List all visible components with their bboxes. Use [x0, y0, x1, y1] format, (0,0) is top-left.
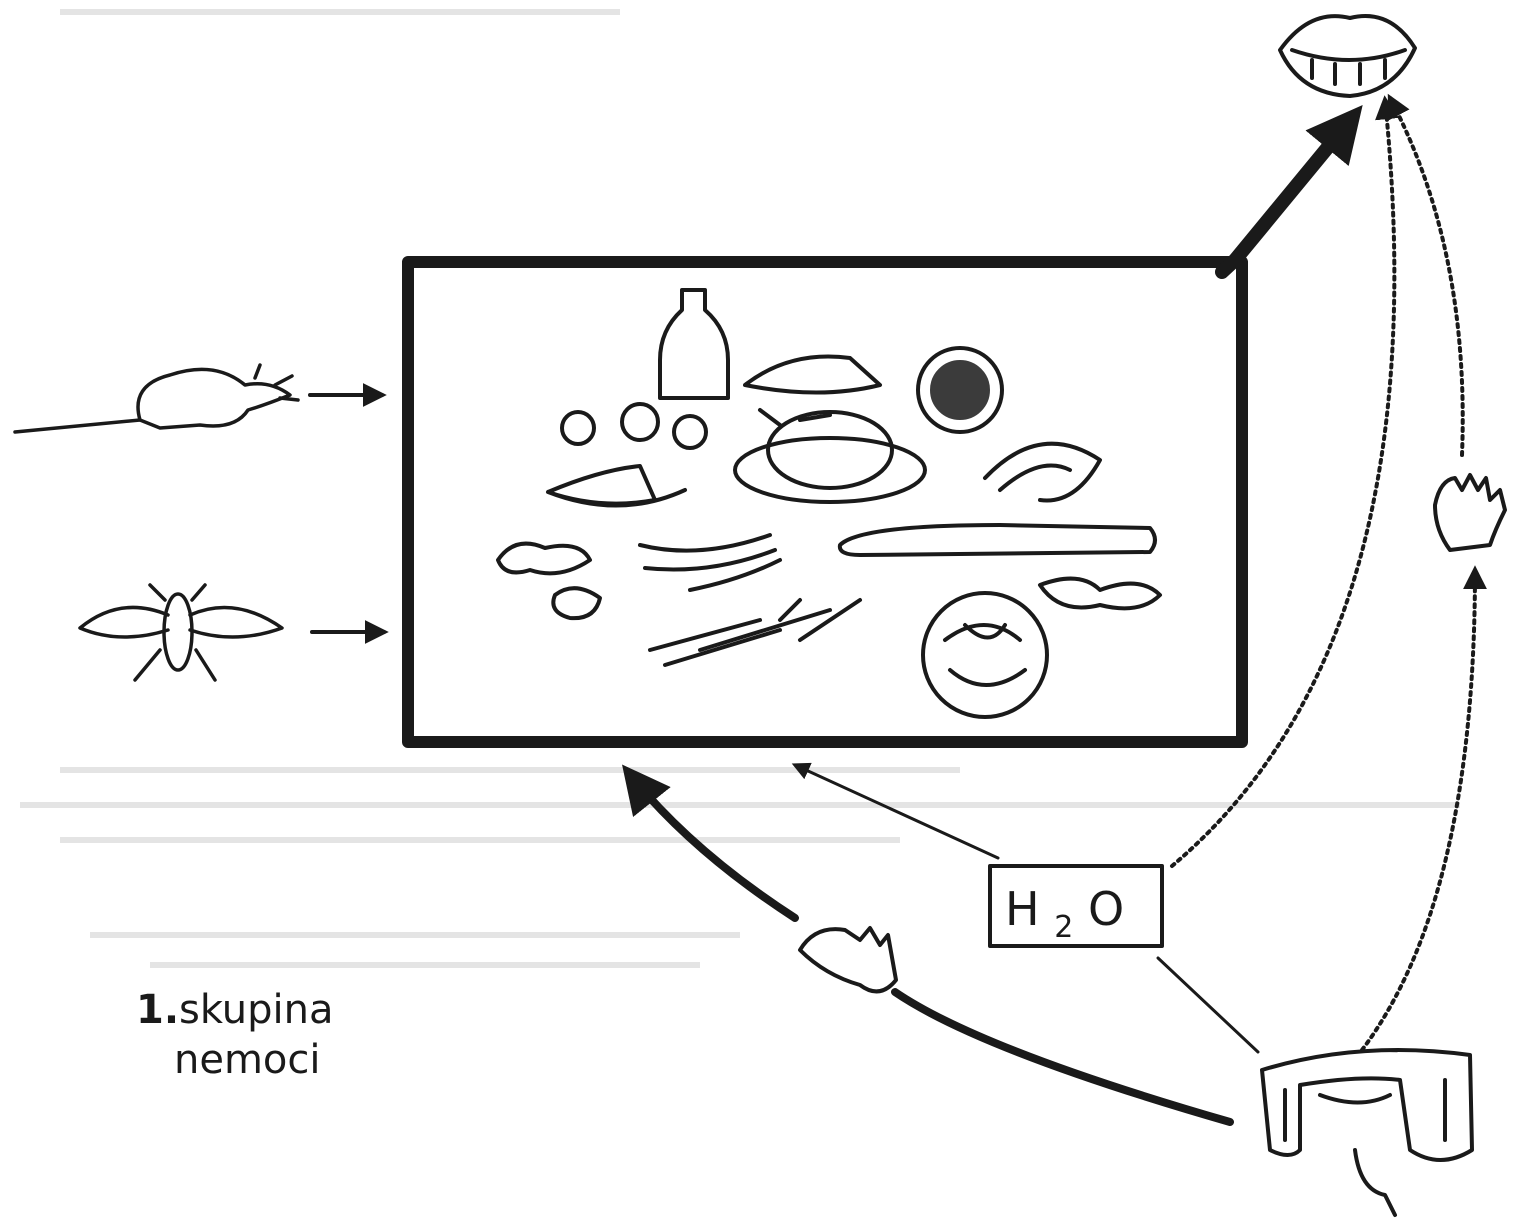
carrot-icon: [650, 600, 860, 665]
hand-icon: [1435, 475, 1505, 550]
water-to-intestine-line: [1158, 958, 1258, 1052]
chicken-icon: [735, 438, 925, 502]
fruit-icon: [498, 544, 590, 574]
box-to-mouth-arrow: [1222, 118, 1352, 272]
dotted-arrow-hand-to-mouth: [1390, 98, 1463, 455]
fly-icon: [80, 585, 282, 680]
intestine-icon: [1262, 1050, 1472, 1215]
cake-icon: [548, 466, 685, 506]
potato-icon: [1040, 579, 1160, 609]
water-to-box-arrow: [795, 765, 998, 858]
cheese-icon: [745, 357, 880, 393]
caption-number: 1.: [136, 987, 179, 1033]
h2o-subscript: 2: [1054, 910, 1073, 945]
h2o-element: O: [1088, 882, 1124, 936]
mouth-icon: [1280, 16, 1415, 96]
rat-icon: [15, 365, 298, 432]
caption: 1.skupina nemoci: [136, 985, 334, 1085]
caption-line-2: nemoci: [136, 1035, 334, 1085]
h2o-box: H 2 O: [990, 866, 1162, 948]
egg-icon: [562, 412, 594, 444]
h2o-symbol: H: [1005, 882, 1040, 936]
dotted-arrow-intestine-to-hand: [1362, 570, 1475, 1050]
cabbage-icon: [923, 593, 1047, 717]
food-icon: [498, 290, 1160, 717]
dotted-arrow-water-to-mouth: [1172, 100, 1394, 866]
sausage-icon: [985, 444, 1100, 501]
caption-line-1: 1.skupina: [136, 985, 334, 1035]
banana-icon: [640, 535, 780, 590]
milk-bottle-icon: [660, 290, 728, 398]
caption-title: skupina: [179, 987, 334, 1033]
salami-icon: [840, 525, 1155, 555]
hand-icon: [800, 928, 896, 991]
svg-text:H 2 O: H 2 O: [1005, 882, 1124, 948]
